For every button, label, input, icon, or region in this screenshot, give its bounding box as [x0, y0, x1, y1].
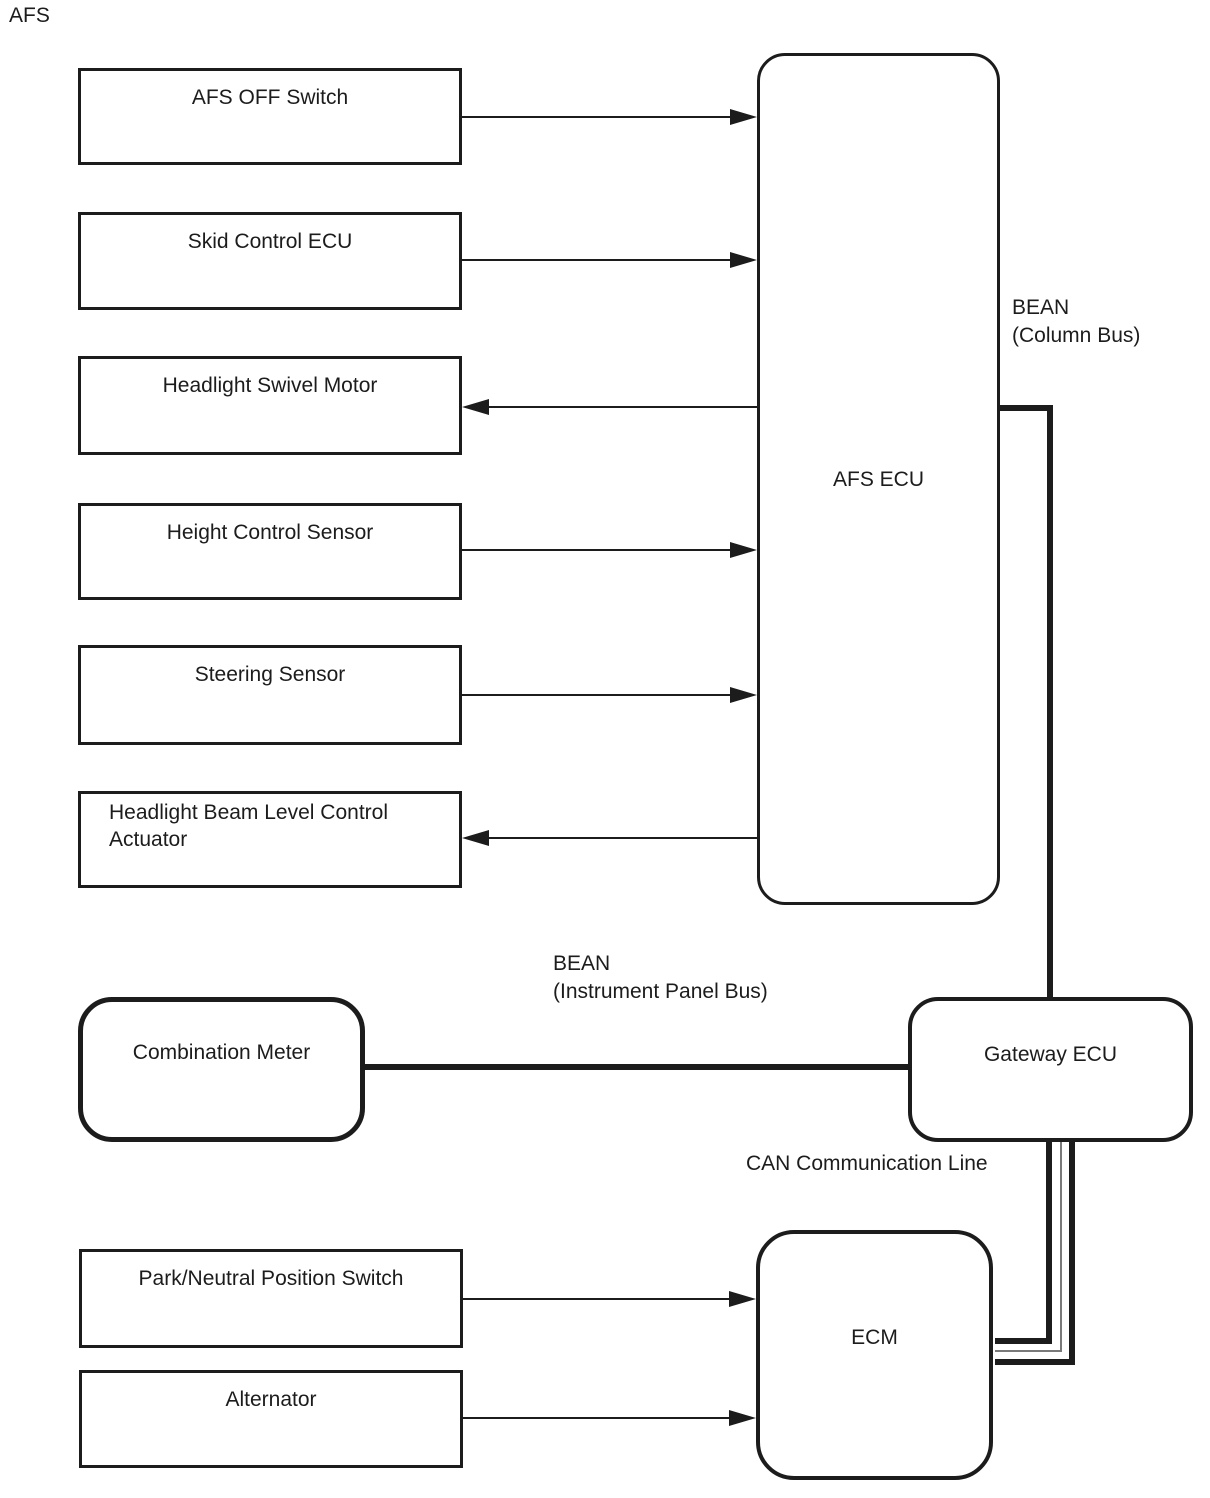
- diagram-title-text: AFS: [9, 4, 50, 27]
- diagram-title: AFS: [9, 2, 50, 30]
- node-height-control-sensor: Height Control Sensor: [78, 503, 462, 600]
- node-gateway-ecu: Gateway ECU: [908, 997, 1193, 1142]
- node-label: Headlight Swivel Motor: [162, 374, 378, 397]
- node-ecm: ECM: [756, 1230, 993, 1480]
- arrowhead-steering-sensor: [730, 687, 757, 703]
- can-line-outer-left: [995, 1140, 1052, 1344]
- label-bean-column-bus: BEAN (Column Bus): [1012, 294, 1140, 350]
- node-label: Steering Sensor: [194, 663, 346, 686]
- can-line-center: [995, 1140, 1062, 1352]
- node-park-neutral-switch: Park/Neutral Position Switch: [79, 1249, 463, 1348]
- arrowhead-alternator: [729, 1410, 756, 1426]
- node-afs-ecu: AFS ECU: [757, 53, 1000, 905]
- label-line: BEAN: [1012, 296, 1070, 319]
- can-line-outer-right: [995, 1140, 1075, 1365]
- node-steering-sensor: Steering Sensor: [78, 645, 462, 745]
- node-label: Skid Control ECU: [187, 230, 353, 253]
- arrowhead-skid-control-ecu: [730, 252, 757, 268]
- node-headlight-beam-actuator: Headlight Beam Level Control Actuator: [78, 791, 462, 888]
- arrowhead-park-neutral-switch: [729, 1291, 756, 1307]
- label-can-communication-line: CAN Communication Line: [746, 1150, 988, 1178]
- label-line: (Instrument Panel Bus): [553, 980, 768, 1003]
- node-label: Combination Meter: [132, 1041, 311, 1064]
- label-line: CAN Communication Line: [746, 1152, 988, 1175]
- arrowhead-height-control-sensor: [730, 542, 757, 558]
- arrowhead-afs-off-switch: [730, 109, 757, 125]
- node-headlight-swivel-motor: Headlight Swivel Motor: [78, 356, 462, 455]
- node-label: Height Control Sensor: [166, 521, 374, 544]
- arrowhead-headlight-swivel-motor: [462, 399, 489, 415]
- label-bean-instrument-panel-bus: BEAN (Instrument Panel Bus): [553, 950, 768, 1006]
- node-combination-meter: Combination Meter: [78, 997, 365, 1142]
- node-label: Headlight Beam Level Control Actuator: [109, 801, 388, 851]
- node-label: AFS ECU: [832, 467, 924, 491]
- node-label: AFS OFF Switch: [191, 86, 349, 109]
- node-label: Gateway ECU: [983, 1043, 1118, 1066]
- arrowhead-headlight-beam-actuator: [462, 830, 489, 846]
- label-line: BEAN: [553, 952, 611, 975]
- node-label: Park/Neutral Position Switch: [138, 1267, 404, 1290]
- node-skid-control-ecu: Skid Control ECU: [78, 212, 462, 310]
- node-label: Alternator: [225, 1388, 317, 1411]
- bus-bean-column: [1000, 405, 1053, 1000]
- node-label: ECM: [851, 1325, 898, 1349]
- node-alternator: Alternator: [79, 1370, 463, 1468]
- node-afs-off-switch: AFS OFF Switch: [78, 68, 462, 165]
- label-line: (Column Bus): [1012, 324, 1141, 347]
